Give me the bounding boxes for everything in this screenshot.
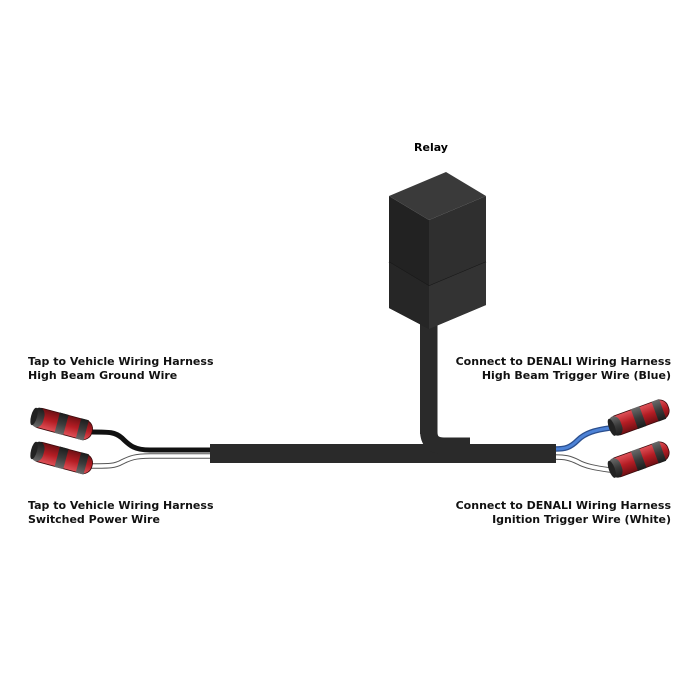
connector-bottom-right	[604, 438, 673, 481]
connector-top-right	[604, 396, 673, 439]
label-bottom-left: Tap to Vehicle Wiring Harness Switched P…	[28, 499, 214, 527]
white-wire-right	[553, 455, 612, 472]
label-top-left-line1: Tap to Vehicle Wiring Harness	[28, 355, 214, 368]
blue-wire-right	[552, 425, 613, 452]
label-bottom-left-line1: Tap to Vehicle Wiring Harness	[28, 499, 214, 512]
label-bottom-right-line1: Connect to DENALI Wiring Harness	[455, 499, 671, 512]
blue-wire-right-inner	[553, 426, 612, 451]
connector-top-left	[27, 405, 96, 443]
label-top-right-line2: High Beam Trigger Wire (Blue)	[481, 369, 671, 382]
label-top-right-line1: Connect to DENALI Wiring Harness	[455, 355, 671, 368]
label-top-left: Tap to Vehicle Wiring Harness High Beam …	[28, 355, 214, 383]
connector-bottom-left	[27, 439, 96, 477]
label-bottom-right: Connect to DENALI Wiring Harness Ignitio…	[456, 499, 671, 527]
white-wire-left	[90, 454, 214, 468]
black-wire-left	[89, 429, 215, 453]
relay	[388, 172, 487, 329]
label-bottom-left-line2: Switched Power Wire	[28, 513, 160, 526]
label-top-right: Connect to DENALI Wiring Harness High Be…	[456, 355, 671, 383]
label-top-left-line2: High Beam Ground Wire	[28, 369, 178, 382]
main-cable	[210, 444, 556, 463]
relay-label: Relay	[414, 141, 448, 154]
label-bottom-right-line2: Ignition Trigger Wire (White)	[492, 513, 671, 526]
